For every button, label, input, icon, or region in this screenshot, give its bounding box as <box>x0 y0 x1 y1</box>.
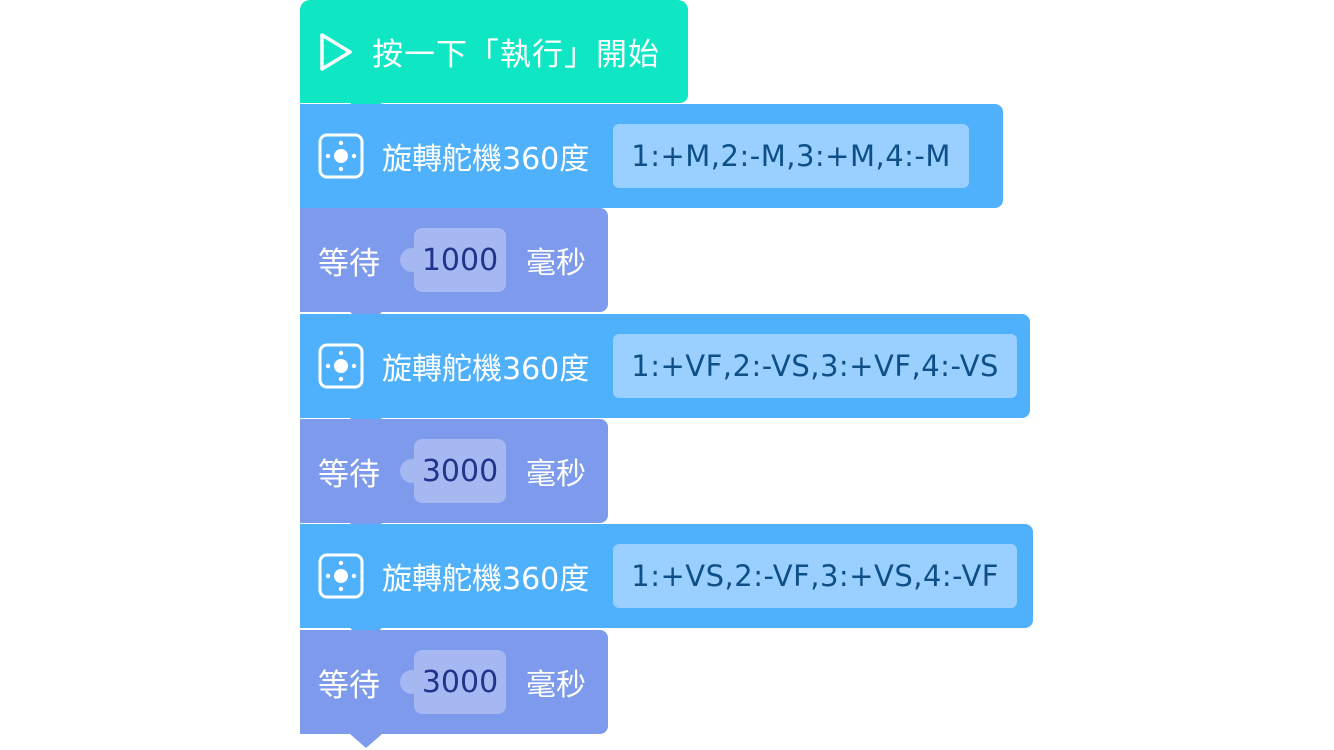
servo-icon <box>318 343 364 389</box>
servo-icon <box>318 553 364 599</box>
servo-block-label: 旋轉舵機360度 <box>382 352 590 387</box>
servo-block-label: 旋轉舵機360度 <box>382 142 590 177</box>
wait-block[interactable]: 等待 3000 毫秒 <box>300 630 608 748</box>
wait-unit-label: 毫秒 <box>526 246 586 281</box>
wait-block-label: 等待 <box>318 456 380 493</box>
start-block[interactable]: 按一下「執行」開始 <box>300 0 688 117</box>
wait-duration-input[interactable]: 3000 <box>400 650 506 714</box>
servo-block[interactable]: 旋轉舵機360度 1:+M,2:-M,3:+M,4:-M <box>300 104 1003 222</box>
wait-block[interactable]: 等待 3000 毫秒 <box>300 419 608 537</box>
wait-unit-label: 毫秒 <box>526 457 586 492</box>
wait-duration-input[interactable]: 1000 <box>400 228 506 292</box>
servo-block[interactable]: 旋轉舵機360度 1:+VF,2:-VS,3:+VF,4:-VS <box>300 314 1030 432</box>
play-icon <box>320 32 352 71</box>
servo-value-field[interactable]: 1:+M,2:-M,3:+M,4:-M <box>613 124 969 188</box>
start-block-label: 按一下「執行」開始 <box>372 37 660 73</box>
servo-icon <box>318 133 364 179</box>
wait-block-label: 等待 <box>318 245 380 282</box>
wait-block-label: 等待 <box>318 667 380 704</box>
wait-block[interactable]: 等待 1000 毫秒 <box>300 208 608 326</box>
servo-block[interactable]: 旋轉舵機360度 1:+VS,2:-VF,3:+VS,4:-VF <box>300 524 1033 642</box>
wait-unit-label: 毫秒 <box>526 668 586 703</box>
servo-value-field[interactable]: 1:+VS,2:-VF,3:+VS,4:-VF <box>613 544 1017 608</box>
servo-block-label: 旋轉舵機360度 <box>382 562 590 597</box>
wait-duration-input[interactable]: 3000 <box>400 439 506 503</box>
servo-value-field[interactable]: 1:+VF,2:-VS,3:+VF,4:-VS <box>613 334 1017 398</box>
